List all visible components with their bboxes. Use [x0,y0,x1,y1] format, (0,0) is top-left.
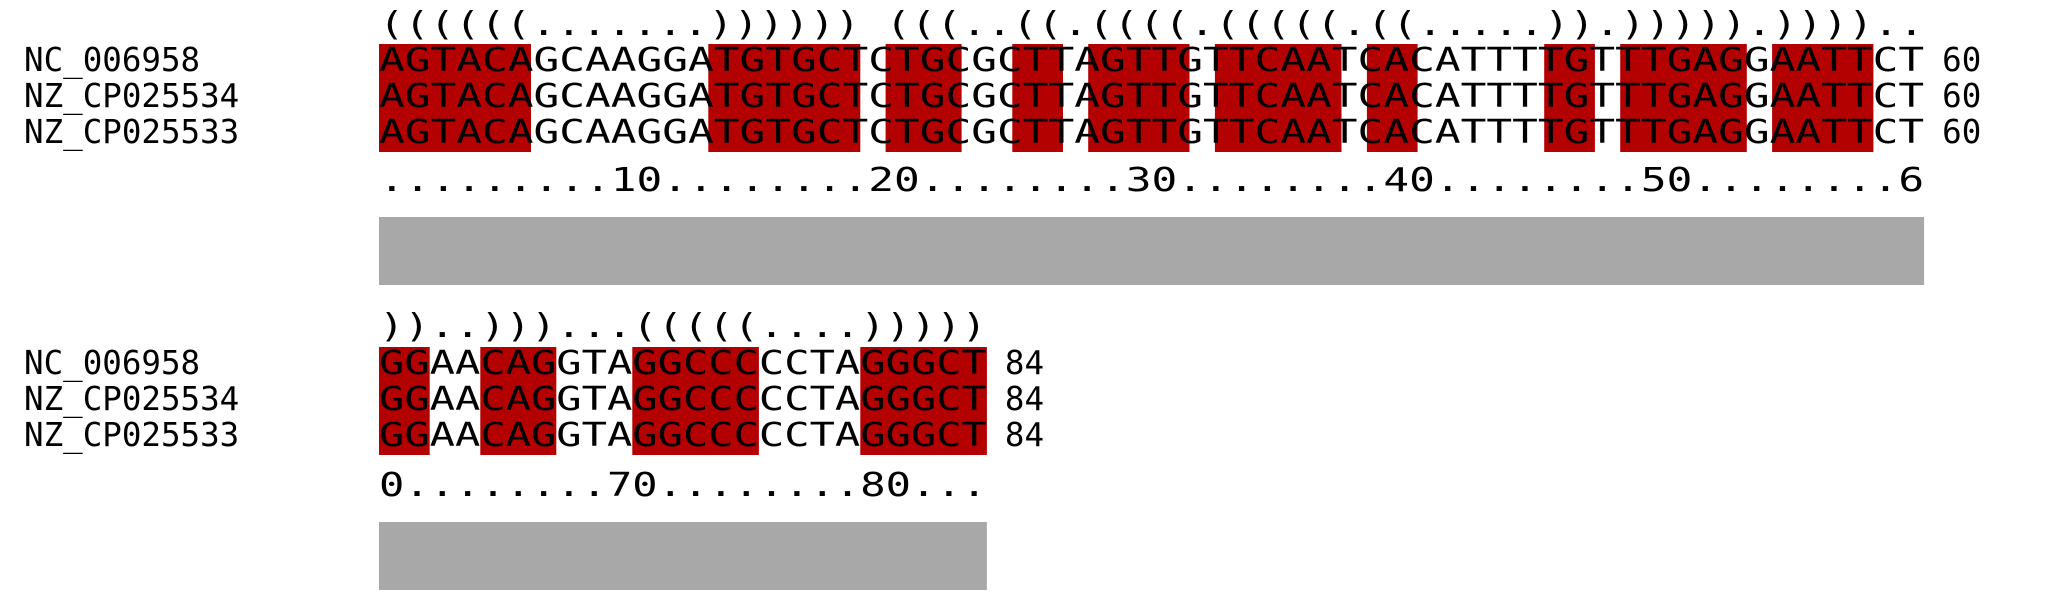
sequence-end-position: 84 [1005,380,1044,418]
paired-base-highlight [1088,116,1190,152]
paired-base-highlight [1772,116,1874,152]
paired-base-highlight [1544,80,1595,116]
paired-base-highlight [632,383,759,419]
paired-base-highlight [1366,116,1418,152]
paired-base-highlight [885,44,962,80]
sequence-residues: AGTACAGCAAGGATGTGCTCTGCGCTTAGTTGTTCAATCA… [379,113,1924,151]
paired-base-highlight [1012,116,1063,152]
conservation-bar [379,522,987,590]
sequence-residues: AGTACAGCAAGGATGTGCTCTGCGCTTAGTTGTTCAATCA… [379,77,1924,115]
paired-base-highlight [708,80,861,116]
sequence-name: NZ_CP025534 [24,380,239,418]
paired-base-highlight [379,419,430,455]
paired-base-highlight [632,347,759,383]
paired-base-highlight [860,347,987,383]
sequence-end-position: 60 [1942,41,1981,79]
sequence-end-position: 60 [1942,113,1981,151]
paired-base-highlight [1214,44,1342,80]
sequence-name: NC_006958 [24,41,200,79]
sequence-name: NZ_CP025533 [24,113,239,151]
paired-base-highlight [480,419,557,455]
paired-base-highlight [860,419,987,455]
paired-base-highlight [885,80,962,116]
paired-base-highlight [1214,80,1342,116]
paired-base-highlight [708,44,861,80]
paired-base-highlight [1366,44,1418,80]
conservation-bar [379,217,1925,285]
paired-base-highlight [480,347,557,383]
paired-base-highlight [379,383,430,419]
position-ruler: 0........70........80... [379,466,987,504]
sequence-residues: GGAACAGGTAGGCCCCCTAGGGCT [379,344,987,382]
paired-base-highlight [1544,44,1595,80]
paired-base-highlight [1366,80,1418,116]
paired-base-highlight [379,116,531,152]
sequence-end-position: 84 [1005,416,1044,454]
secondary-structure: ))..)))...(((((....))))) [379,307,987,345]
paired-base-highlight [708,116,861,152]
sequence-name: NZ_CP025534 [24,77,239,115]
paired-base-highlight [632,419,759,455]
sequence-residues: GGAACAGGTAGGCCCCCTAGGGCT [379,380,987,418]
sequence-name: NZ_CP025533 [24,416,239,454]
paired-base-highlight [1012,80,1063,116]
paired-base-highlight [1012,44,1063,80]
sequence-end-position: 84 [1005,344,1044,382]
paired-base-highlight [480,383,557,419]
paired-base-highlight [1544,116,1595,152]
sequence-residues: GGAACAGGTAGGCCCCCTAGGGCT [379,416,987,454]
sequence-end-position: 60 [1942,77,1981,115]
paired-base-highlight [379,44,531,80]
paired-base-highlight [860,383,987,419]
sequence-name: NC_006958 [24,344,200,382]
paired-base-highlight [1620,80,1747,116]
paired-base-highlight [1088,44,1190,80]
paired-base-highlight [379,347,430,383]
position-ruler: .........10........20........30........4… [379,161,1924,199]
sequence-residues: AGTACAGCAAGGATGTGCTCTGCGCTTAGTTGTTCAATCA… [379,41,1924,79]
secondary-structure: ((((((.......)))))) (((..((.((((.(((((.(… [379,5,1924,43]
paired-base-highlight [1772,80,1874,116]
paired-base-highlight [1620,44,1747,80]
paired-base-highlight [1088,80,1190,116]
paired-base-highlight [1214,116,1342,152]
paired-base-highlight [885,116,962,152]
paired-base-highlight [379,80,531,116]
paired-base-highlight [1772,44,1874,80]
paired-base-highlight [1620,116,1747,152]
